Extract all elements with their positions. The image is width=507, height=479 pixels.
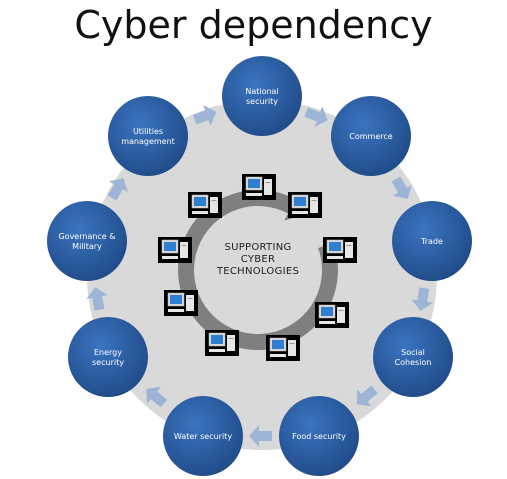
node-label: Governance & — [58, 232, 115, 241]
node-circle — [163, 396, 243, 476]
node-label: Commerce — [349, 132, 393, 141]
desktop-computer-icon — [205, 330, 239, 356]
node-circle — [222, 56, 302, 136]
center-label-line: SUPPORTING — [224, 242, 291, 253]
center-label-line: TECHNOLOGIES — [216, 266, 299, 277]
node-label: Utilities — [133, 127, 163, 136]
arrow-right-icon — [107, 178, 129, 201]
desktop-computer-icon — [158, 237, 192, 263]
background-ring — [87, 100, 437, 450]
arrow-right-icon — [249, 425, 272, 447]
node-circle — [279, 396, 359, 476]
arrow-right-icon — [86, 287, 108, 311]
node-label: Trade — [420, 237, 443, 246]
desktop-computer-icon — [164, 290, 198, 316]
node-circle — [47, 201, 127, 281]
arrow-right-icon — [391, 176, 413, 199]
arrow-right-icon — [146, 386, 168, 408]
desktop-computer-icon — [266, 335, 300, 361]
node-label: Cohesion — [395, 358, 432, 367]
node-label: security — [92, 358, 124, 367]
arrow-right-icon — [411, 287, 434, 311]
node-trade: Trade — [392, 201, 472, 281]
node-water-security: Water security — [163, 396, 243, 476]
desktop-computer-icon — [188, 192, 222, 218]
node-label: Military — [72, 242, 102, 251]
node-commerce: Commerce — [331, 96, 411, 176]
node-circle — [373, 317, 453, 397]
arrow-right-icon — [192, 104, 217, 126]
dependency-nodes: NationalsecurityCommerceTradeSocialCohes… — [47, 56, 472, 476]
node-circle — [331, 96, 411, 176]
node-label: National — [245, 87, 278, 96]
node-label: Energy — [94, 348, 122, 357]
desktop-computer-icon — [288, 192, 322, 218]
desktop-computer-icon — [315, 302, 349, 328]
arrow-right-icon — [304, 106, 328, 128]
node-label: management — [121, 137, 175, 146]
page-title: Cyber dependency — [74, 3, 433, 47]
node-circle — [392, 201, 472, 281]
arrow-right-icon — [356, 385, 378, 407]
node-label: Social — [401, 348, 425, 357]
node-label: Water security — [174, 432, 232, 441]
node-label: security — [246, 97, 278, 106]
center-label-line: CYBER — [241, 254, 276, 265]
node-label: Food security — [292, 432, 346, 441]
computer-icons — [158, 174, 357, 361]
flow-arrows — [86, 104, 434, 447]
desktop-computer-icon — [323, 237, 357, 263]
node-governance-military: Governance &Military — [47, 201, 127, 281]
node-food-security: Food security — [279, 396, 359, 476]
node-circle — [108, 96, 188, 176]
node-circle — [68, 317, 148, 397]
desktop-computer-icon — [242, 174, 276, 200]
